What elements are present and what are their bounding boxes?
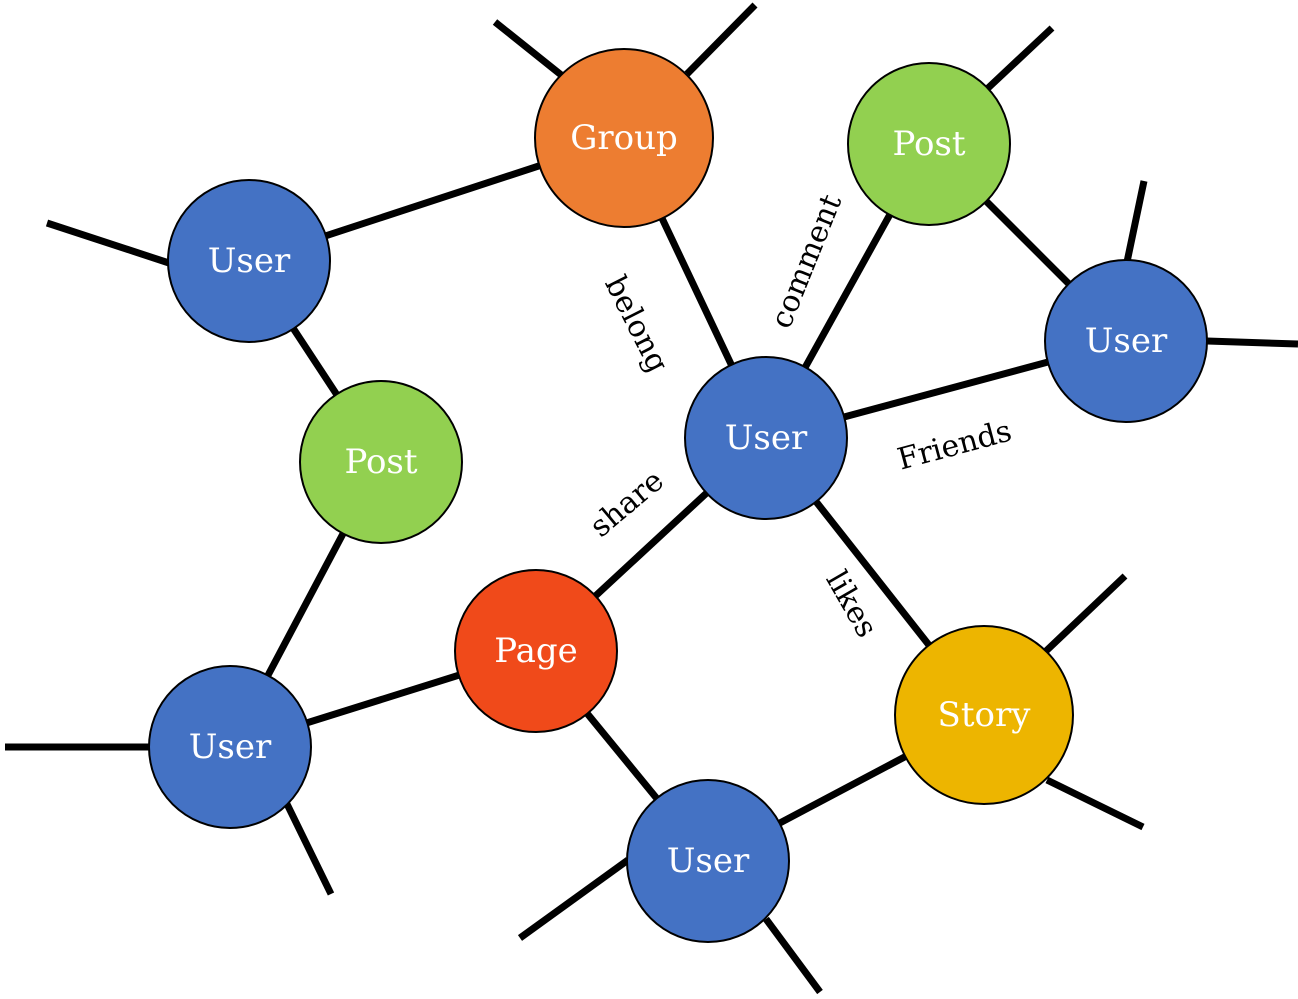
- node-label: User: [189, 727, 272, 767]
- node-circle: [454, 569, 618, 733]
- node-user-right: User: [1044, 259, 1208, 423]
- node-circle: [1044, 259, 1208, 423]
- edge-label-share: share: [583, 463, 670, 544]
- edge-stub: [684, 2, 758, 77]
- edge-stub: [984, 25, 1055, 92]
- node-user-topleft: User: [167, 179, 331, 343]
- node-user-bottom: User: [626, 779, 790, 943]
- edge-stub: [283, 802, 335, 896]
- node-circle: [148, 665, 312, 829]
- node-circle: [167, 179, 331, 343]
- node-user-bottomleft: User: [148, 665, 312, 829]
- node-post-top: Post: [847, 62, 1011, 226]
- node-user-center: User: [684, 356, 848, 520]
- edge-stub: [45, 219, 171, 267]
- node-page: Page: [454, 569, 618, 733]
- node-circle: [299, 380, 463, 544]
- node-circle: [534, 48, 714, 228]
- edge-stub: [1045, 776, 1145, 831]
- node-post-left: Post: [299, 380, 463, 544]
- node-label: User: [725, 418, 808, 458]
- node-label: User: [208, 241, 291, 281]
- edge-label-friends: Friends: [894, 414, 1016, 478]
- node-circle: [626, 779, 790, 943]
- edge-label-belong: belong: [597, 270, 675, 378]
- node-circle: [894, 625, 1074, 805]
- edge-stub: [517, 857, 631, 941]
- node-label: Post: [344, 442, 417, 482]
- node-label: Post: [892, 124, 965, 164]
- node-label: Page: [494, 631, 578, 671]
- edge-stub: [1042, 573, 1128, 655]
- node-story: Story: [894, 625, 1074, 805]
- node-label: User: [1085, 321, 1168, 361]
- edge-stub: [492, 19, 568, 81]
- node-label: Story: [938, 695, 1032, 735]
- edge-stubs: [5, 2, 1298, 995]
- node-label: Group: [570, 118, 678, 158]
- node-circle: [847, 62, 1011, 226]
- edge-stub: [763, 916, 823, 995]
- node-group: Group: [534, 48, 714, 228]
- edge-stub: [1206, 337, 1298, 348]
- node-label: User: [667, 841, 750, 881]
- node-circle: [684, 356, 848, 520]
- edge-stub: [1123, 180, 1148, 263]
